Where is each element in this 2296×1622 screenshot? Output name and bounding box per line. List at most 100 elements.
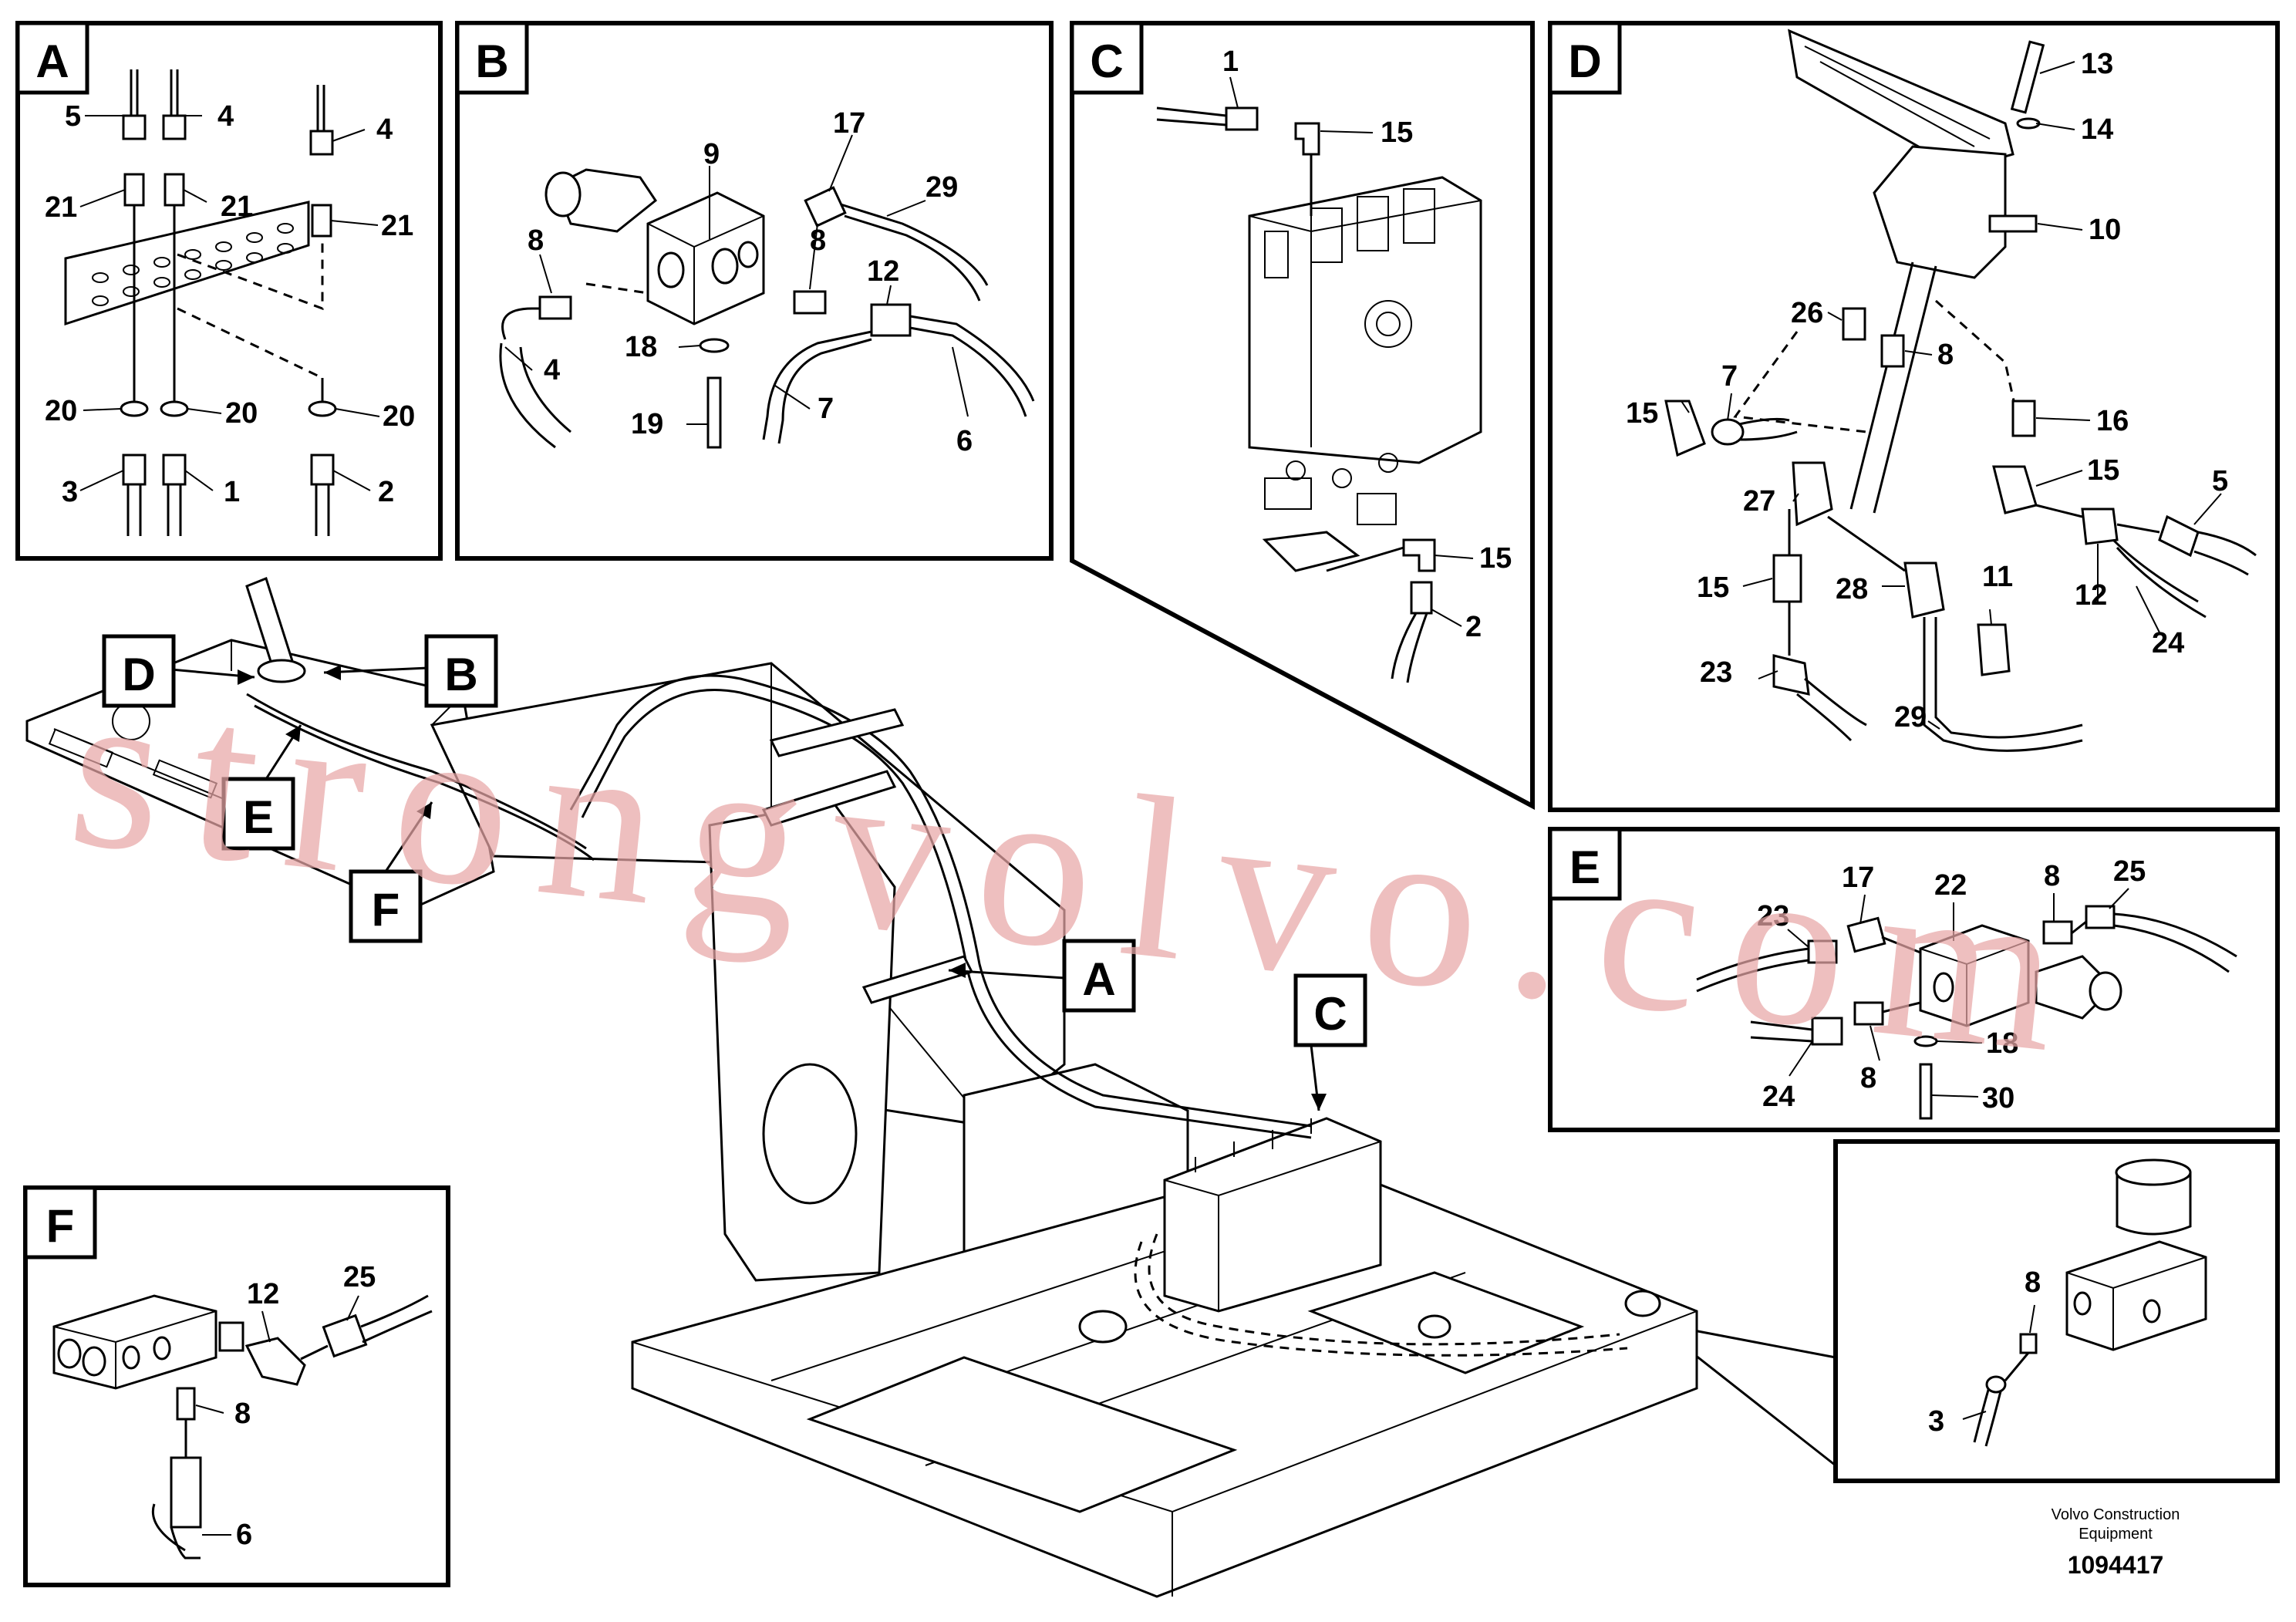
part-number-label: 20 [45, 395, 77, 427]
bolt-13 [2010, 40, 2045, 114]
adapter-8b [1853, 1001, 1884, 1026]
fitting [162, 454, 187, 486]
panel-a-leaders [79, 115, 380, 491]
solenoid-cap [2089, 971, 2122, 1011]
pedal-ribs [1804, 46, 1991, 147]
part-number-label: 15 [1381, 116, 1413, 149]
elbow-15a [1664, 400, 1706, 457]
block-port [1933, 972, 1954, 1003]
valve-block [646, 191, 765, 325]
elbow-fitting [804, 186, 847, 228]
washer [120, 400, 149, 417]
panel-g-frame [1833, 1139, 2280, 1483]
part-number-label: 8 [234, 1398, 251, 1430]
frame-hole [1078, 1310, 1128, 1344]
hoses-right [2035, 504, 2257, 619]
part-number-label: 27 [1743, 485, 1775, 518]
panel-e-labels: 17 22 8 25 23 18 24 8 30 [1757, 855, 2146, 1114]
mounting-plate [64, 201, 310, 326]
part-number-label: 12 [2075, 579, 2107, 612]
elbow-24 [1811, 1017, 1843, 1046]
panel-e-tag: E [1569, 841, 1600, 893]
part-number-label: 26 [1791, 297, 1823, 329]
part-number-label: 16 [2096, 405, 2129, 437]
part-number-label: 22 [1934, 869, 1967, 902]
hose-25 [300, 1294, 433, 1361]
callout-b: B [444, 649, 477, 700]
company-name-line1: Volvo Construction [2052, 1506, 2180, 1523]
hose-1 [1156, 106, 1227, 126]
part-number-label: 8 [528, 224, 544, 257]
adapter-fitting [793, 290, 827, 315]
part-number-label: 21 [45, 191, 77, 224]
part-number-label: 3 [62, 476, 78, 508]
part-number-label: 10 [2089, 214, 2121, 246]
panel-c-tag: C [1090, 35, 1123, 87]
part-number-label: 3 [1928, 1405, 1944, 1438]
valve-port [2073, 1291, 2092, 1316]
hose-end-7 [1711, 418, 1745, 446]
hidden-hose-route [1134, 1233, 1628, 1357]
part-number-label: 8 [810, 224, 826, 257]
callout-a: A [1082, 953, 1115, 1005]
part-number-label: 21 [381, 210, 413, 242]
valve-port [711, 248, 739, 285]
panel-c-leaders [1229, 76, 1474, 627]
base-frame-edges [632, 1202, 1698, 1597]
panel-c-labels: 1 15 15 2 [1222, 46, 1512, 643]
panel-d-frame [1548, 21, 2280, 812]
platform-slot [152, 759, 218, 799]
part-number-label: 24 [1762, 1081, 1795, 1113]
bulkhead-fitting [311, 204, 332, 238]
main-control-valve-edges [1164, 1118, 1381, 1311]
solenoid-coil [554, 168, 658, 233]
part-number-label: 11 [1982, 561, 2013, 593]
washer [308, 400, 337, 417]
elbow-25 [2085, 905, 2116, 929]
hose-3 [1973, 1352, 2030, 1447]
valve-port [657, 251, 685, 288]
hose-lines-mid [133, 205, 324, 401]
valve-port [2143, 1299, 2161, 1324]
hose-23 [1788, 602, 1867, 742]
part-number-label: 18 [1986, 1027, 2018, 1060]
manifold-edges [53, 1310, 217, 1388]
panel-c-frame [1070, 21, 1535, 810]
callout-box-d [102, 634, 176, 708]
part-number-label: 6 [956, 425, 973, 457]
part-number-label: 4 [544, 354, 560, 386]
solenoid-cap [544, 171, 582, 218]
fitting-8 [176, 1387, 196, 1421]
detail-panel-f: F 12 25 8 6 [23, 1185, 450, 1587]
bolt [706, 376, 722, 449]
part-number-label: 8 [2025, 1266, 2041, 1299]
lever-base [257, 659, 306, 683]
hose-end [1985, 1375, 2007, 1394]
part-number-label: 1 [1222, 46, 1239, 78]
hose-7 [1738, 417, 1798, 441]
hose-2 [1391, 612, 1428, 683]
part-number-label: 6 [236, 1519, 252, 1551]
tubes [1788, 509, 1906, 572]
manifold-port [57, 1338, 82, 1369]
bulkhead-fitting [123, 173, 145, 207]
hose-rail [761, 770, 897, 827]
elbow-12 [244, 1337, 306, 1386]
part-number-label: 15 [1697, 572, 1729, 604]
company-name-line2: Equipment [2079, 1526, 2153, 1543]
adapter [218, 1321, 244, 1352]
callout-box-b [424, 634, 498, 708]
accumulator [1624, 1290, 1661, 1317]
panel-f-tag-box [23, 1185, 97, 1259]
footer: Volvo Construction Equipment 1094417 [2052, 1506, 2180, 1579]
part-number-label: 25 [2113, 855, 2146, 888]
accumulator-top [2115, 1158, 2192, 1186]
hose-6 [151, 1419, 201, 1560]
panel-e-leaders [1787, 888, 2129, 1098]
valve-port [737, 241, 759, 268]
o-ring [699, 338, 730, 353]
part-number-label: 12 [867, 255, 899, 288]
tubes [1310, 154, 1404, 572]
tee-28 [1903, 561, 1945, 619]
fitting [122, 454, 147, 486]
